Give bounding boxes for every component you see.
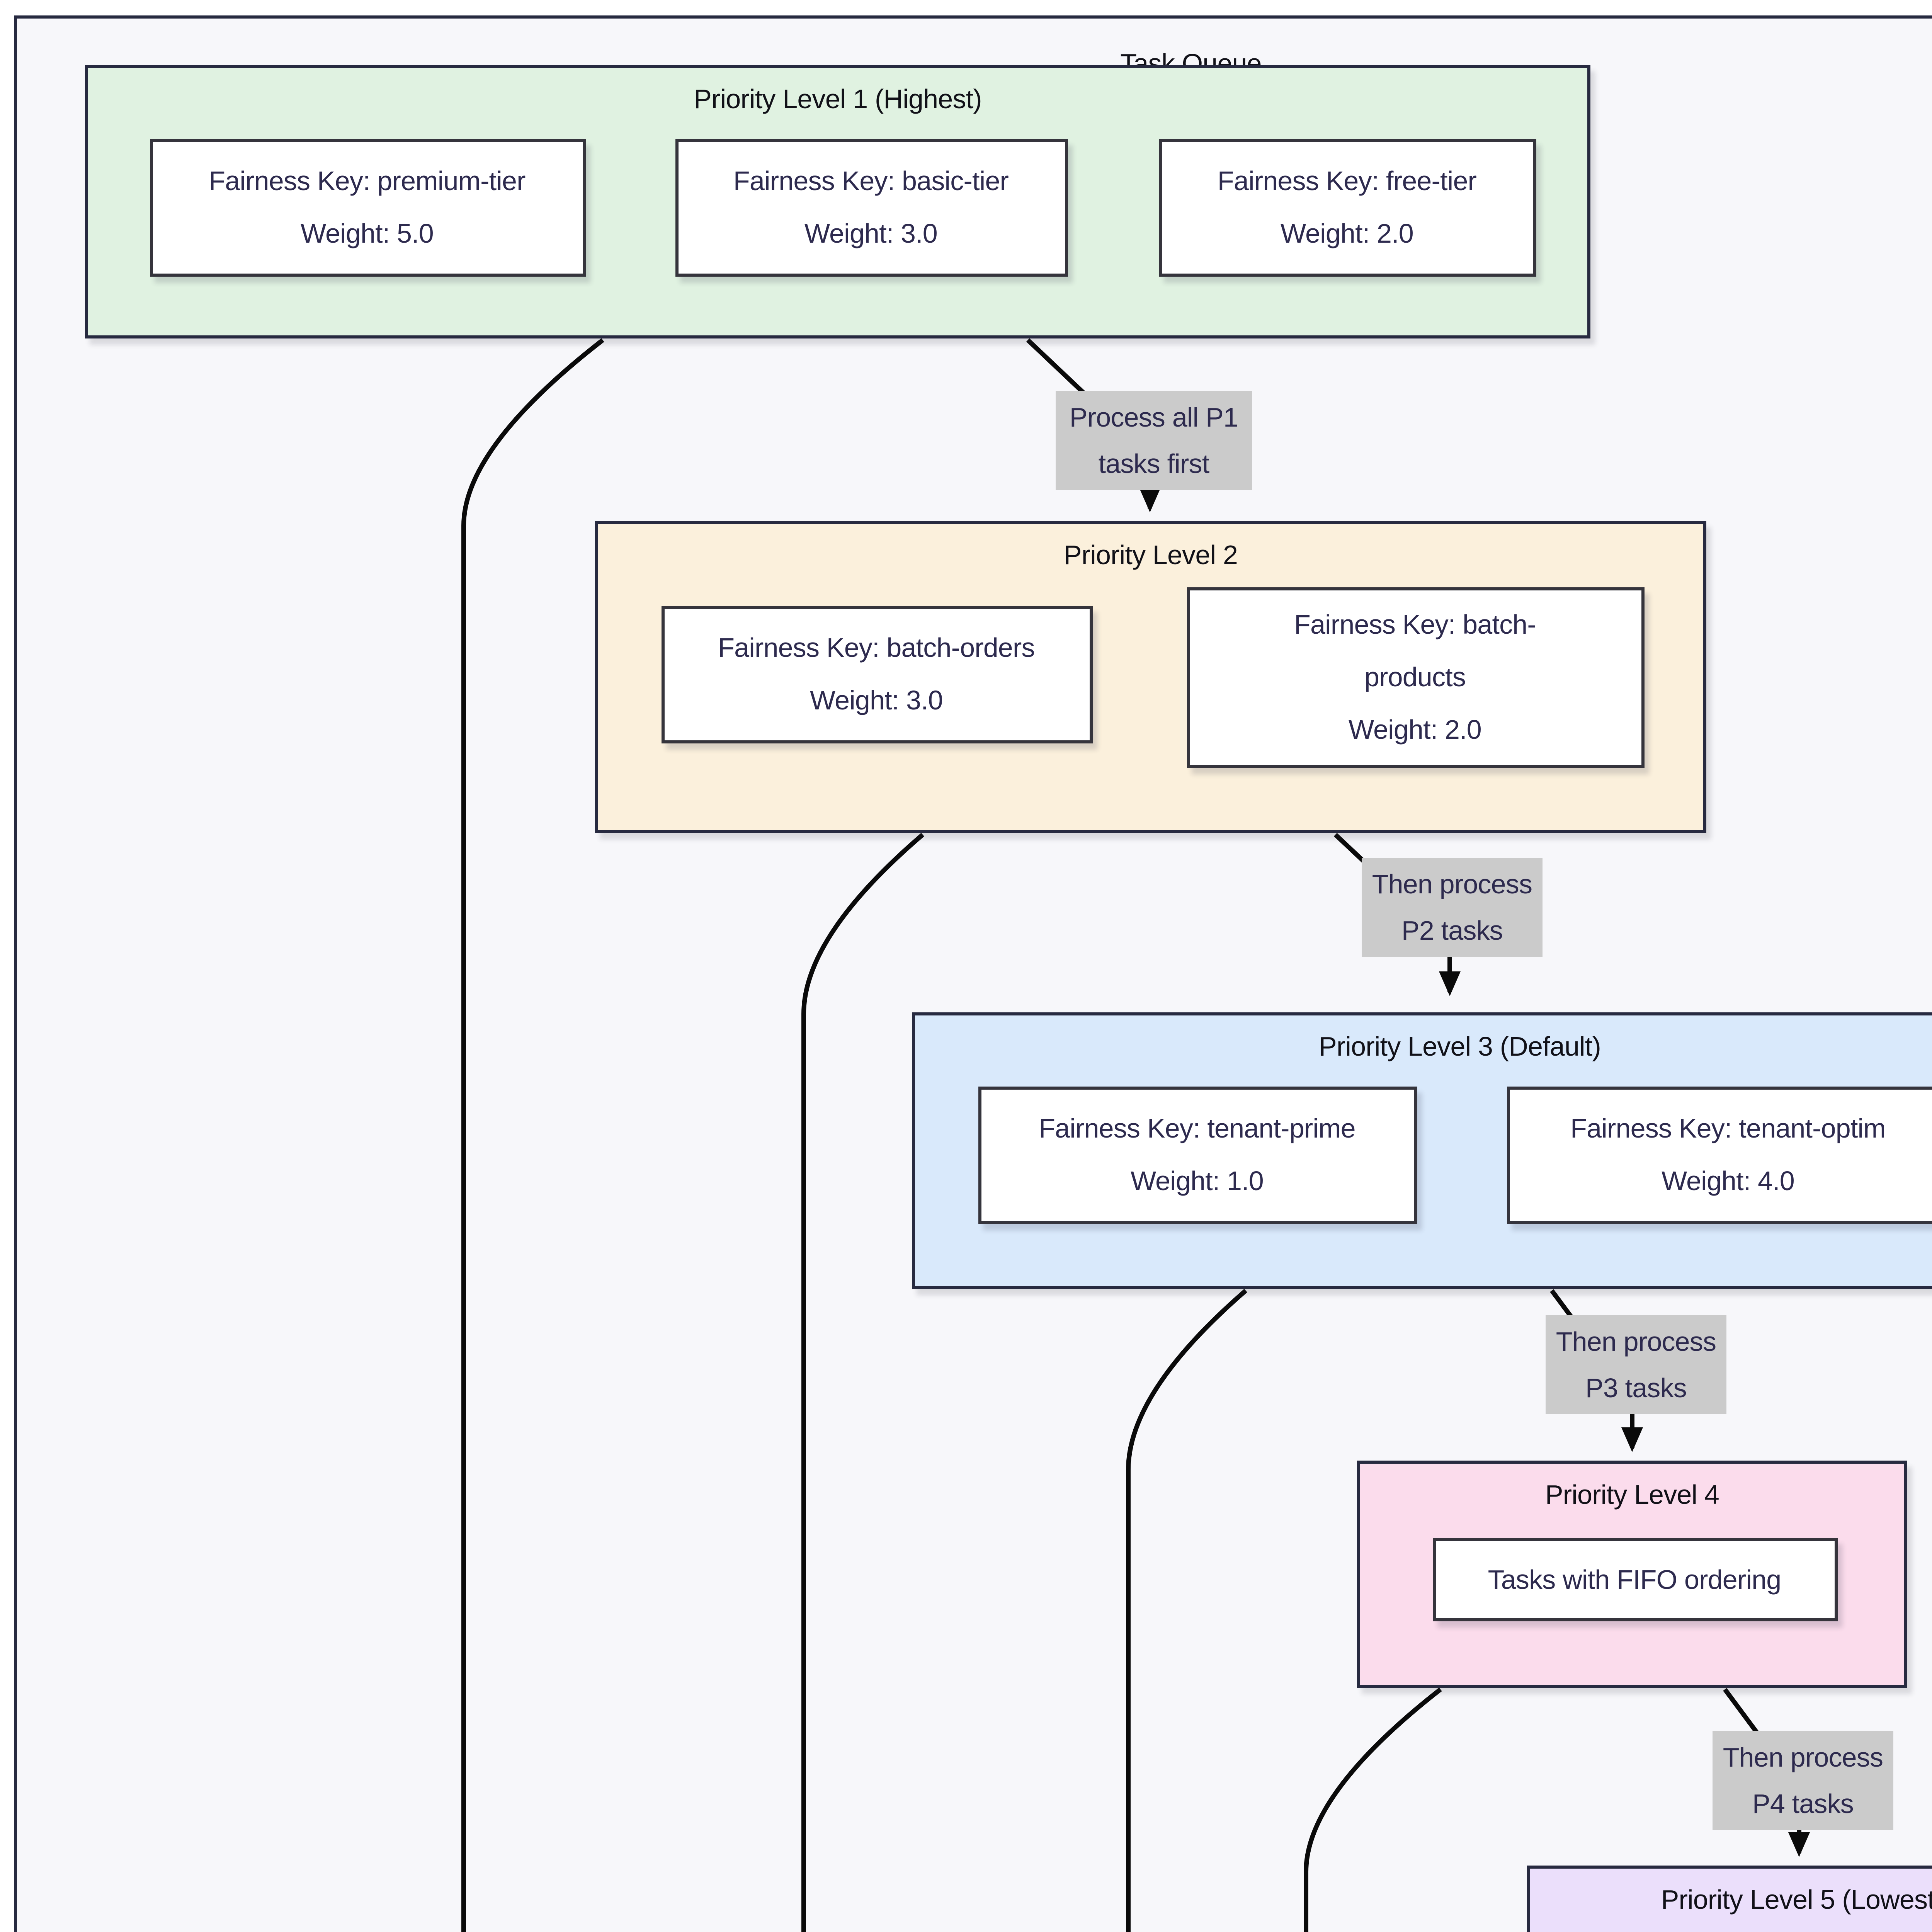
- node-batch-orders: Fairness Key: batch-orders Weight: 3.0: [661, 605, 1092, 743]
- node-line: Weight: 5.0: [300, 218, 434, 249]
- edge-label-line: Process all P1: [1069, 402, 1238, 433]
- node-tenant-optim: Fairness Key: tenant-optim Weight: 4.0: [1506, 1086, 1932, 1223]
- edge-p1-to-workers: [461, 338, 604, 1932]
- cluster-priority-2-title: Priority Level 2: [1063, 539, 1238, 570]
- cluster-priority-4-title: Priority Level 4: [1545, 1479, 1719, 1510]
- edge-label-line: P4 tasks: [1752, 1788, 1854, 1819]
- node-line: Weight: 2.0: [1348, 714, 1482, 745]
- edge-label-line: P2 tasks: [1401, 915, 1503, 946]
- edge-label-p1-p2: Process all P1 tasks first: [1056, 391, 1252, 490]
- edge-label-line: Then process: [1723, 1742, 1883, 1773]
- edge-label-line: P3 tasks: [1585, 1372, 1687, 1403]
- cluster-priority-5: Priority Level 5 (Lowest) Tasks with FIF…: [1527, 1866, 1932, 1932]
- edge-label-line: Then process: [1556, 1326, 1716, 1357]
- edge-p3-to-workers: [1126, 1289, 1247, 1932]
- edge-label-p4-p5: Then process P4 tasks: [1713, 1731, 1893, 1830]
- node-line: products: [1364, 662, 1466, 692]
- node-basic-tier: Fairness Key: basic-tier Weight: 3.0: [675, 138, 1067, 276]
- node-line: Tasks with FIFO ordering: [1488, 1563, 1782, 1594]
- node-line: Weight: 1.0: [1130, 1165, 1264, 1196]
- edge-label-line: Then process: [1372, 869, 1532, 900]
- node-line: Fairness Key: tenant-prime: [1039, 1113, 1355, 1144]
- cluster-priority-1: Priority Level 1 (Highest) Fairness Key:…: [85, 65, 1590, 338]
- node-line: Fairness Key: premium-tier: [209, 165, 526, 196]
- cluster-priority-2: Priority Level 2 Fairness Key: batch-ord…: [595, 521, 1706, 833]
- node-batch-products: Fairness Key: batch- products Weight: 2.…: [1186, 587, 1644, 767]
- node-tenant-prime: Fairness Key: tenant-prime Weight: 1.0: [978, 1086, 1417, 1223]
- node-line: Weight: 3.0: [810, 685, 943, 716]
- node-line: Weight: 4.0: [1661, 1165, 1795, 1196]
- edge-p2-to-workers: [801, 833, 924, 1932]
- cluster-priority-1-title: Priority Level 1 (Highest): [694, 83, 982, 114]
- node-line: Fairness Key: tenant-optim: [1570, 1113, 1886, 1144]
- node-line: Weight: 3.0: [804, 218, 938, 249]
- edge-label-p3-p4: Then process P3 tasks: [1546, 1315, 1726, 1414]
- node-line: Weight: 2.0: [1280, 218, 1414, 249]
- cluster-priority-5-title: Priority Level 5 (Lowest): [1661, 1884, 1932, 1915]
- node-premium-tier: Fairness Key: premium-tier Weight: 5.0: [149, 138, 585, 276]
- node-free-tier: Fairness Key: free-tier Weight: 2.0: [1158, 138, 1536, 276]
- cluster-priority-3: Priority Level 3 (Default) Fairness Key:…: [912, 1012, 1932, 1289]
- cluster-priority-3-title: Priority Level 3 (Default): [1318, 1031, 1601, 1062]
- edge-label-line: tasks first: [1098, 448, 1210, 479]
- node-line: Fairness Key: basic-tier: [733, 165, 1009, 196]
- node-line: Fairness Key: batch-orders: [718, 632, 1035, 663]
- edge-p4-to-workers: [1304, 1687, 1442, 1932]
- node-line: Fairness Key: free-tier: [1217, 165, 1477, 196]
- node-fifo-p4: Tasks with FIFO ordering: [1432, 1537, 1837, 1621]
- node-line: Fairness Key: batch-: [1294, 609, 1536, 640]
- cluster-priority-4: Priority Level 4 Tasks with FIFO orderin…: [1357, 1461, 1907, 1688]
- edge-label-p2-p3: Then process P2 tasks: [1362, 858, 1543, 957]
